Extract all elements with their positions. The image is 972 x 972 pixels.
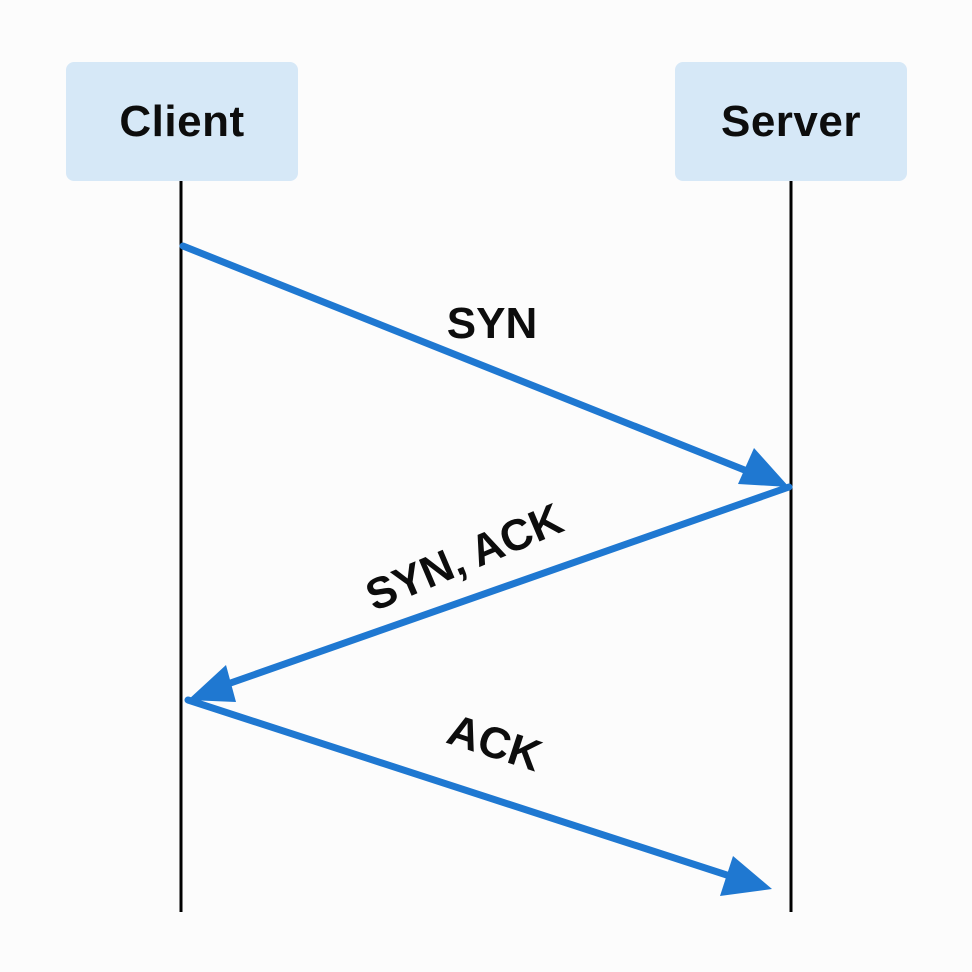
server-participant-box: Server	[675, 62, 907, 181]
client-participant-box: Client	[66, 62, 298, 181]
client-label: Client	[119, 96, 245, 146]
syn-arrowhead	[738, 448, 789, 487]
syn-label: SYN	[447, 299, 537, 348]
ack-arrowhead	[720, 856, 772, 896]
server-label: Server	[720, 96, 861, 146]
syn-ack-arrowhead	[188, 665, 236, 702]
syn-ack-arrow	[188, 483, 793, 702]
syn-arrow	[179, 242, 789, 487]
ack-arrow	[184, 696, 772, 896]
ack-label: ACK	[442, 705, 548, 781]
